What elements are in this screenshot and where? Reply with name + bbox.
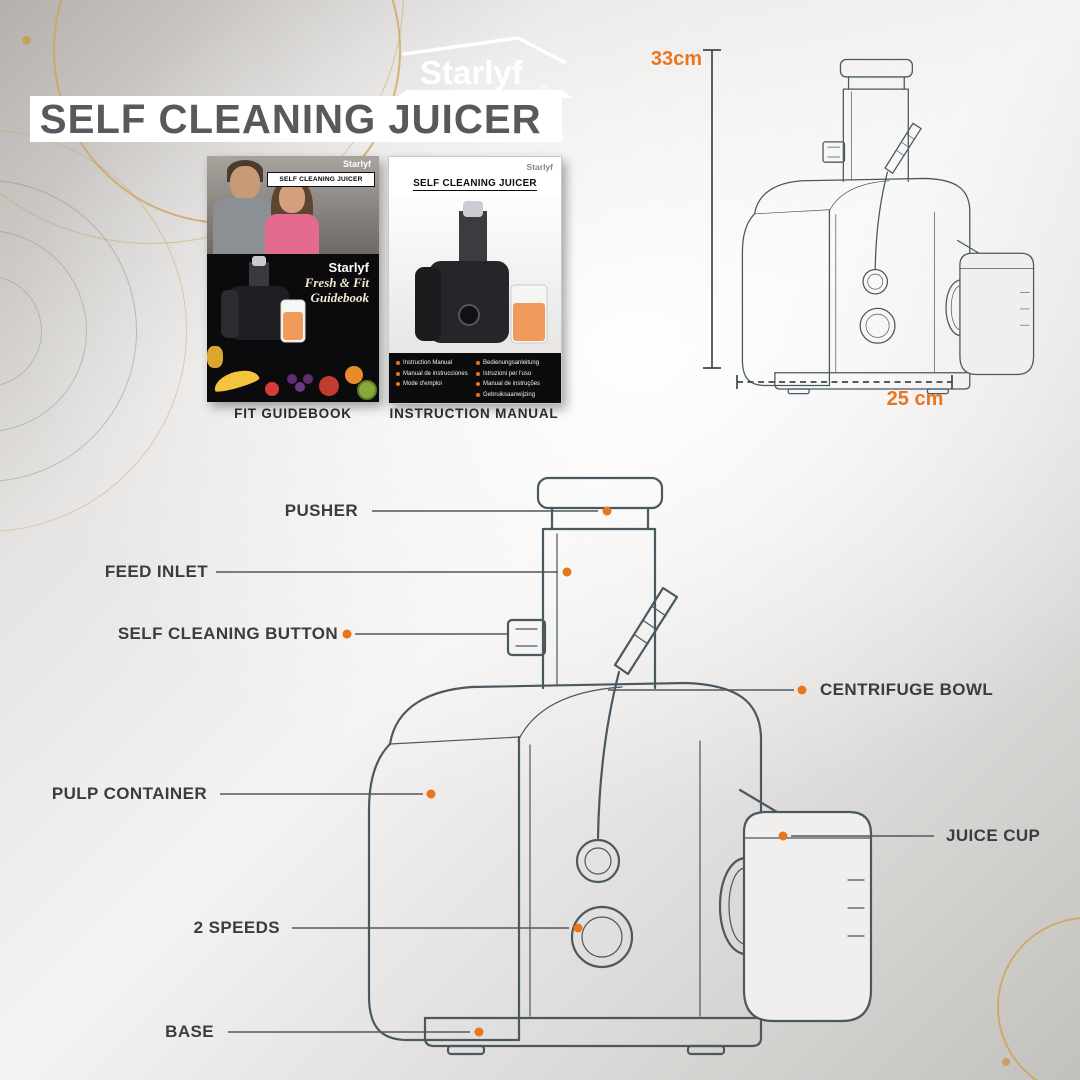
callout-label-pusher: PUSHER	[284, 501, 358, 520]
instruction-manual-cover: Starlyf SELF CLEANING JUICER Instruction…	[388, 156, 562, 404]
logo-wordmark: Starlyf	[420, 54, 524, 91]
language-column-right: Bedienungsanleitung Istruzioni per l'uso…	[476, 358, 556, 400]
language-label: Manual de instruções	[483, 381, 541, 388]
guidebook-titles: Starlyf Fresh & Fit Guidebook	[305, 260, 369, 305]
manual-juicer-illustration	[415, 201, 548, 344]
bullet-icon	[396, 382, 400, 387]
guidebook-photo	[207, 156, 379, 254]
manual-brand: Starlyf	[526, 162, 553, 172]
banana	[211, 365, 261, 395]
pineapple	[207, 346, 223, 368]
registered-mark: ®	[540, 83, 548, 95]
logo-roof-icon	[402, 36, 566, 64]
guidebook-brand: Starlyf	[342, 159, 371, 169]
grape	[303, 374, 313, 384]
language-label: Mode d'emploi	[403, 381, 442, 388]
language-column-left: Instruction Manual Manual de instruccion…	[396, 358, 476, 400]
fruits-illustration	[207, 340, 379, 402]
language-item: Gebruiksaanwijzing	[476, 390, 556, 401]
page-title: SELF CLEANING JUICER	[39, 95, 542, 142]
language-item: Manual de instruções	[476, 379, 556, 390]
strawberry	[265, 382, 279, 396]
woman-top	[265, 214, 319, 254]
manual-header-text: SELF CLEANING JUICER	[413, 178, 537, 191]
manual-caption: INSTRUCTION MANUAL	[389, 406, 559, 421]
grape	[295, 382, 305, 392]
guidebook-header: SELF CLEANING JUICER	[267, 172, 375, 187]
manual-language-list: Instruction Manual Manual de instruccion…	[389, 353, 561, 403]
language-item: Bedienungsanleitung	[476, 358, 556, 369]
man-shirt	[213, 198, 275, 254]
callout-label-feed-inlet: FEED INLET	[104, 562, 208, 581]
bullet-icon	[476, 361, 480, 366]
dimension-lines	[703, 49, 953, 389]
woman-face	[279, 183, 305, 213]
decor-dot	[1002, 1058, 1010, 1066]
language-label: Istruzioni per l'uso	[483, 370, 532, 377]
orange	[345, 366, 363, 384]
language-item: Instruction Manual	[396, 358, 476, 369]
language-item: Mode d'emploi	[396, 379, 476, 390]
title-banner: SELF CLEANING JUICER	[30, 96, 562, 142]
apple	[319, 376, 339, 396]
callout-label-pulp-container: PULP CONTAINER	[51, 784, 207, 803]
man-face	[230, 166, 260, 200]
bullet-icon	[476, 392, 480, 397]
decor-dot	[22, 36, 31, 45]
language-item: Manual de instrucciones	[396, 369, 476, 380]
grape	[287, 374, 297, 384]
guidebook-title-guidebook: Guidebook	[310, 290, 370, 305]
guidebook-juicer-illustration	[221, 256, 306, 343]
callout-label-centrifuge-bowl: CENTRIFUGE BOWL	[820, 680, 994, 699]
language-item: Istruzioni per l'uso	[476, 369, 556, 380]
height-dimension-label: 33cm	[650, 48, 702, 70]
manual-photo	[389, 197, 561, 353]
starlyf-logo: Starlyf ®	[396, 36, 572, 98]
bullet-icon	[396, 361, 400, 366]
language-label: Bedienungsanleitung	[483, 360, 540, 367]
kiwi	[357, 380, 377, 400]
callout-label-base: BASE	[165, 1022, 214, 1041]
language-label: Manual de instrucciones	[403, 370, 468, 377]
bullet-icon	[396, 371, 400, 376]
fit-guidebook-cover: Starlyf SELF CLEANING JUICER Starlyf Fre…	[207, 156, 379, 402]
manual-header: SELF CLEANING JUICER	[389, 178, 561, 191]
language-label: Instruction Manual	[403, 360, 453, 367]
callout-label-self-cleaning-button: SELF CLEANING BUTTON	[117, 624, 338, 643]
bullet-icon	[476, 371, 480, 376]
dimension-juicer-art	[741, 58, 1035, 395]
callout-lines	[216, 506, 934, 1037]
main-juicer-art	[367, 476, 873, 1056]
callout-label-2-speeds: 2 SPEEDS	[193, 918, 280, 937]
callout-label-juice-cup: JUICE CUP	[946, 826, 1041, 845]
guidebook-title-fresh-fit: Fresh & Fit	[304, 275, 369, 290]
language-label: Gebruiksaanwijzing	[483, 391, 536, 398]
bullet-icon	[476, 382, 480, 387]
guidebook-caption: FIT GUIDEBOOK	[234, 406, 352, 421]
guidebook-title-brand: Starlyf	[328, 260, 369, 275]
width-dimension-label: 25 cm	[886, 388, 944, 410]
